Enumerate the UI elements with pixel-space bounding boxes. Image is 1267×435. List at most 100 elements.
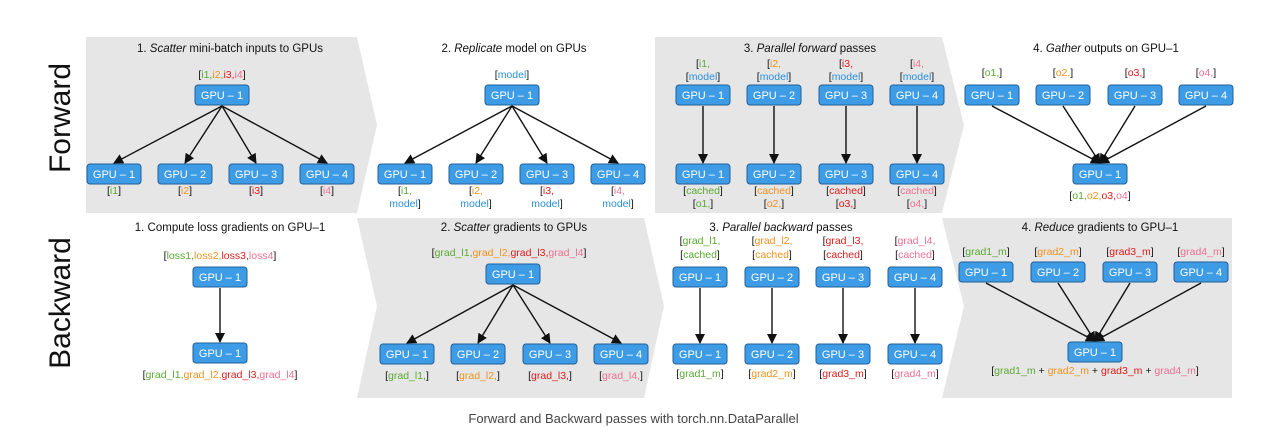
band-backward-4 (942, 218, 1232, 398)
gpu-label: GPU – 3 (822, 272, 864, 284)
row-label-forward: Forward (44, 63, 77, 173)
gpu-label: GPU – 1 (199, 348, 241, 360)
flow-arrow (113, 105, 223, 164)
tensor-label: [i4, (910, 58, 924, 70)
flow-arrow (1099, 105, 1136, 164)
gpu-1-box: GPU – 1 (485, 263, 541, 285)
tensor-label: [grad_l1,] (385, 370, 429, 382)
gpu-1-box: GPU – 1 (672, 343, 728, 365)
gpu-1-box: GPU – 1 (192, 342, 248, 364)
gpu-label: GPU – 1 (199, 272, 241, 284)
gpu-label: GPU – 2 (751, 272, 793, 284)
gpu-1-box: GPU – 1 (672, 266, 728, 288)
panel-title: 2. Replicate model on GPUs (441, 43, 586, 55)
tensor-label: [i2] (178, 185, 192, 197)
gpu-2-box: GPU – 2 (448, 163, 504, 185)
band-forward-3 (655, 37, 964, 213)
tensor-label: [grad3_m] (819, 368, 866, 380)
gpu-label: GPU – 1 (93, 169, 135, 181)
gpu-3-box: GPU – 3 (1107, 84, 1163, 106)
gpu-1-box: GPU – 1 (377, 163, 433, 185)
flow-arrow (512, 284, 551, 344)
gpu-label: GPU – 4 (1180, 267, 1222, 279)
gpu-label: GPU – 4 (600, 349, 642, 361)
tensor-label: [grad2_m] (1034, 246, 1081, 258)
gpu-2-box: GPU – 2 (1030, 261, 1086, 283)
tensor-label: [o3,] (836, 198, 857, 210)
flow-arrow (477, 284, 514, 344)
tensor-label: [o1,] (982, 67, 1003, 79)
flow-arrow (406, 284, 514, 344)
gpu-label: GPU – 4 (894, 272, 936, 284)
gpu-label: GPU – 2 (455, 169, 497, 181)
flow-arrow (1057, 282, 1096, 342)
gpu-label: GPU – 4 (896, 90, 938, 102)
tensor-label: [i3, (540, 185, 554, 197)
gpu-label: GPU – 2 (753, 169, 795, 181)
tensor-label: [grad_l3,] (528, 370, 572, 382)
gpu-label: GPU – 2 (1037, 267, 1079, 279)
gpu-4-box: GPU – 4 (593, 343, 649, 365)
gpu-label: GPU – 1 (971, 90, 1013, 102)
gpu-3-box: GPU – 3 (519, 163, 575, 185)
tensor-label: [i3, (839, 58, 853, 70)
gpu-4-box: GPU – 4 (1173, 261, 1229, 283)
gpu-2-box: GPU – 2 (746, 163, 802, 185)
gpu-label: GPU – 3 (1114, 90, 1156, 102)
gpu-label: GPU – 4 (896, 169, 938, 181)
gpu-4-box: GPU – 4 (889, 84, 945, 106)
flow-arrow (1062, 105, 1101, 164)
gpu-label: GPU – 2 (753, 90, 795, 102)
loss-gradients-label: [grad_l1,grad_l2,grad_l3,grad_l4] (143, 369, 298, 381)
tensor-label: [o4,] (907, 198, 928, 210)
gradients-label: [grad_l1,grad_l2,grad_l3,grad_l4] (432, 247, 587, 259)
flow-arrow (1094, 282, 1202, 342)
gpu-3-box: GPU – 3 (818, 163, 874, 185)
tensor-label: model] (602, 198, 634, 210)
outputs-label: [o1,o2,o3,o4] (1069, 190, 1130, 202)
gpu-1-box: GPU – 1 (1072, 163, 1128, 185)
row-label-backward: Backward (44, 237, 77, 369)
flow-arrow (221, 105, 328, 164)
gpu-label: GPU – 2 (751, 349, 793, 361)
gpu-label: GPU – 4 (306, 169, 348, 181)
gpu-label: GPU – 1 (682, 90, 724, 102)
gpu-2-box: GPU – 2 (450, 343, 506, 365)
gpu-label: GPU – 1 (1079, 169, 1121, 181)
tensor-label: [grad_l3, (823, 235, 864, 247)
tensor-label: [model] (829, 71, 864, 83)
gpu-3-box: GPU – 3 (815, 266, 871, 288)
reduced-gradient-label: [grad1_m + grad2_m + grad3_m + grad4_m] (991, 365, 1199, 377)
flow-arrow (221, 105, 257, 164)
gpu-label: GPU – 1 (965, 267, 1007, 279)
panel-title: 1. Scatter mini-batch inputs to GPUs (137, 43, 323, 55)
tensor-label: model] (531, 198, 563, 210)
tensor-label: [grad_l2, (752, 235, 793, 247)
flow-arrow (511, 105, 619, 164)
tensor-label: [cached] (683, 185, 723, 197)
gpu-4-box: GPU – 4 (887, 343, 943, 365)
losses-label: [loss1,loss2,loss3,loss4] (164, 250, 277, 262)
gpu-3-box: GPU – 3 (815, 343, 871, 365)
gpu-2-box: GPU – 2 (744, 343, 800, 365)
tensor-label: [grad_l4, (895, 235, 936, 247)
gpu-4-box: GPU – 4 (299, 163, 355, 185)
gpu-1-box: GPU – 1 (192, 266, 248, 288)
tensor-label: [cached] (897, 185, 937, 197)
gpu-label: GPU – 3 (529, 349, 571, 361)
gpu-2-box: GPU – 2 (746, 84, 802, 106)
tensor-label: [grad1_m] (676, 368, 723, 380)
tensor-label: [o3,] (1125, 67, 1146, 79)
panel-title: 1. Compute loss gradients on GPU–1 (135, 222, 326, 234)
flow-arrow (475, 105, 513, 164)
tensor-label: [i1, (398, 185, 412, 197)
flow-arrow (404, 105, 513, 164)
flow-arrow (184, 105, 223, 164)
gpu-label: GPU – 1 (492, 269, 534, 281)
tensor-label: [cached] (680, 249, 720, 261)
tensor-label: [cached] (752, 249, 792, 261)
gpu-label: GPU – 1 (679, 349, 721, 361)
gpu-1-box: GPU – 1 (484, 84, 540, 106)
flow-arrow (1099, 105, 1207, 164)
